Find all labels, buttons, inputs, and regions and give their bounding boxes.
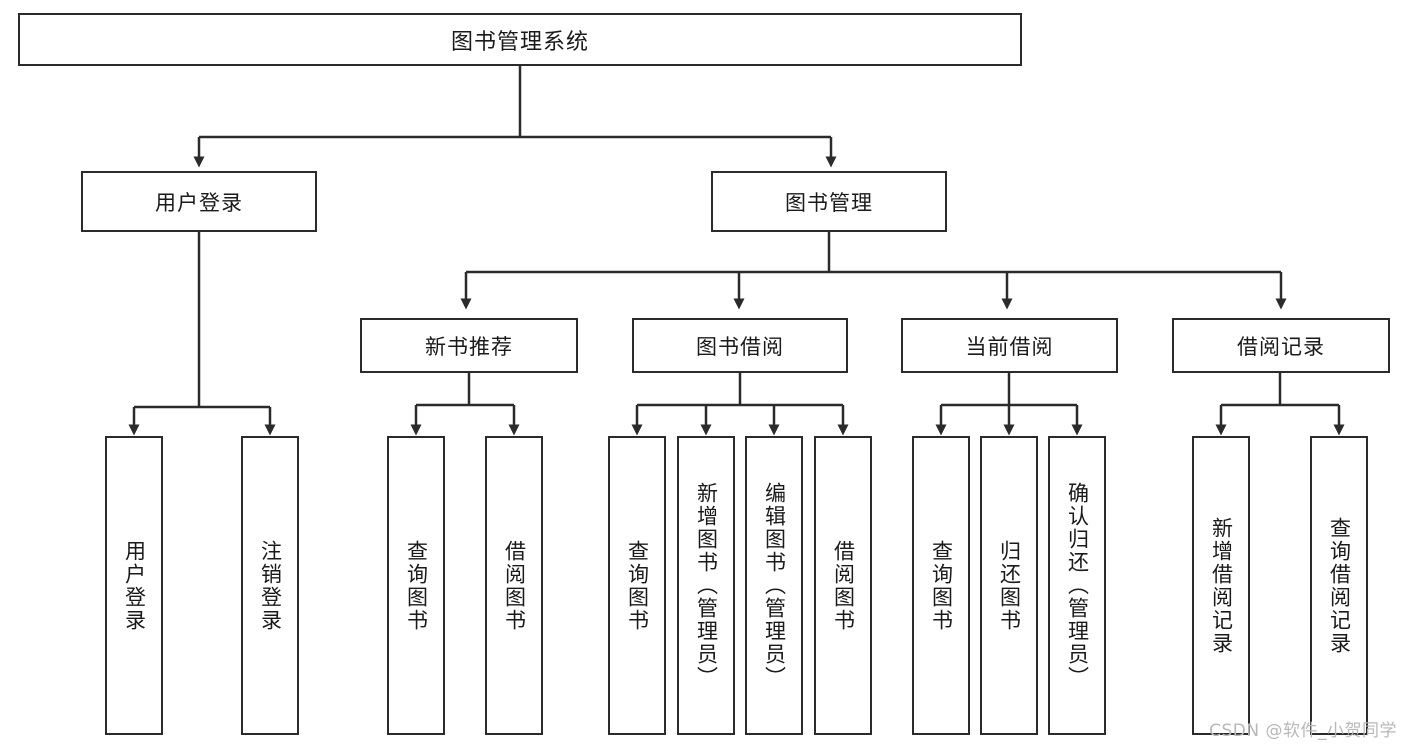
leaf-return-book[interactable]: 归还图书: [980, 436, 1038, 735]
leaf-query-borrow-record[interactable]: 查询借阅记录: [1310, 436, 1368, 735]
node-borrow-record[interactable]: 借阅记录: [1172, 318, 1390, 373]
leaf-borrow-book[interactable]: 借阅图书: [814, 436, 872, 735]
node-current-borrow[interactable]: 当前借阅: [901, 318, 1118, 373]
leaf-borrow-book-recommend[interactable]: 借阅图书: [485, 436, 543, 735]
leaf-edit-book-admin[interactable]: 编辑图书（管理员）: [745, 436, 803, 735]
leaf-add-book-admin[interactable]: 新增图书（管理员）: [677, 436, 735, 735]
node-new-book-recommend[interactable]: 新书推荐: [360, 318, 578, 373]
node-book-borrow[interactable]: 图书借阅: [632, 318, 848, 373]
leaf-add-borrow-record[interactable]: 新增借阅记录: [1192, 436, 1250, 735]
leaf-confirm-return-admin[interactable]: 确认归还（管理员）: [1048, 436, 1106, 735]
leaf-query-book-borrow[interactable]: 查询图书: [608, 436, 666, 735]
node-user-login[interactable]: 用户登录: [81, 171, 317, 232]
leaf-query-book-current[interactable]: 查询图书: [912, 436, 970, 735]
node-root-system[interactable]: 图书管理系统: [18, 13, 1022, 66]
leaf-logout[interactable]: 注销登录: [241, 436, 299, 735]
watermark-label: CSDN @软件_小贺同学: [1209, 721, 1397, 741]
leaf-user-login[interactable]: 用户登录: [105, 436, 163, 735]
node-book-management[interactable]: 图书管理: [711, 171, 947, 232]
leaf-query-book-recommend[interactable]: 查询图书: [387, 436, 445, 735]
